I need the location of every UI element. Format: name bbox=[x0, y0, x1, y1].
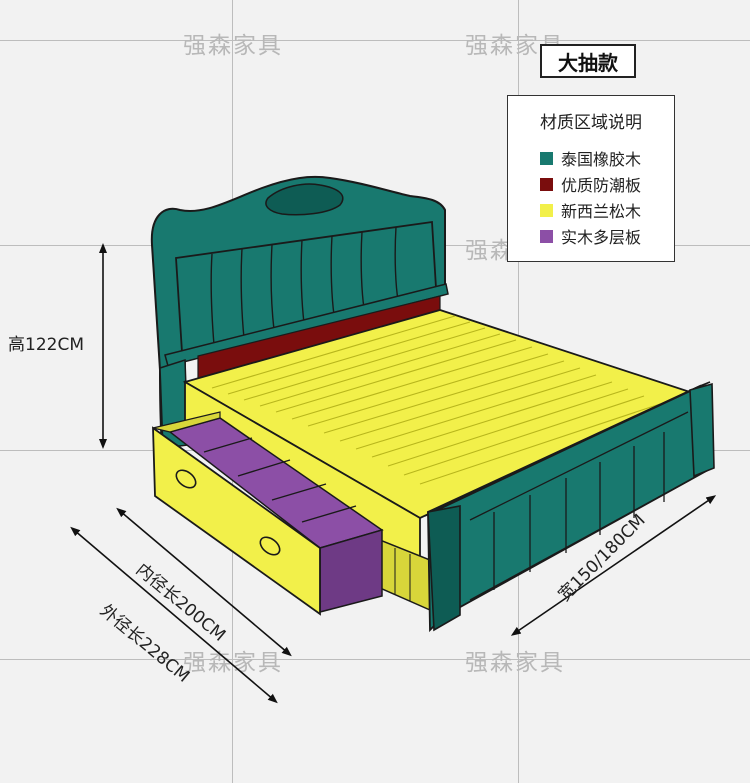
drawer-back-edge bbox=[152, 411, 221, 433]
grid-line bbox=[0, 659, 750, 660]
legend-label: 实木多层板 bbox=[561, 228, 642, 247]
footboard-right-post bbox=[689, 382, 715, 478]
legend-title: 材质区域说明 bbox=[540, 113, 642, 133]
legend-label: 泰国橡胶木 bbox=[561, 150, 642, 169]
legend-swatch bbox=[540, 203, 553, 217]
legend-item-rubberwood: 泰国橡胶木 bbox=[540, 146, 641, 170]
side-rail-leg-lines bbox=[394, 548, 411, 601]
watermark: 强森家具 bbox=[465, 650, 565, 676]
headboard-slats bbox=[210, 226, 399, 346]
legend-label: 优质防潮板 bbox=[561, 176, 642, 195]
footboard-left-post bbox=[427, 505, 461, 632]
legend-swatch bbox=[540, 229, 553, 243]
drawer-dividers bbox=[203, 437, 357, 523]
watermark: 强森家具 bbox=[183, 33, 283, 59]
side-rail-leg bbox=[379, 538, 431, 612]
headboard-rail bbox=[164, 283, 449, 367]
deck-slat-lines bbox=[211, 315, 661, 485]
drawer-handle bbox=[175, 469, 197, 489]
legend-label: 新西兰松木 bbox=[561, 202, 642, 221]
title-badge: 大抽款 bbox=[540, 44, 636, 78]
outer-length-arrow bbox=[70, 526, 278, 704]
legend-swatch bbox=[540, 177, 553, 191]
legend-item-pine: 新西兰松木 bbox=[540, 198, 641, 222]
height-label: 高122CM bbox=[8, 335, 84, 355]
legend-swatch bbox=[540, 151, 553, 165]
width-arrow bbox=[510, 495, 717, 636]
legend-item-multilayer: 实木多层板 bbox=[540, 224, 641, 248]
grid-line bbox=[0, 40, 750, 41]
material-legend: 材质区域说明 泰国橡胶木 优质防潮板 新西兰松木 实木多层板 bbox=[507, 95, 675, 262]
headboard-crest bbox=[265, 183, 344, 216]
legend-item-moisture-board: 优质防潮板 bbox=[540, 172, 641, 196]
